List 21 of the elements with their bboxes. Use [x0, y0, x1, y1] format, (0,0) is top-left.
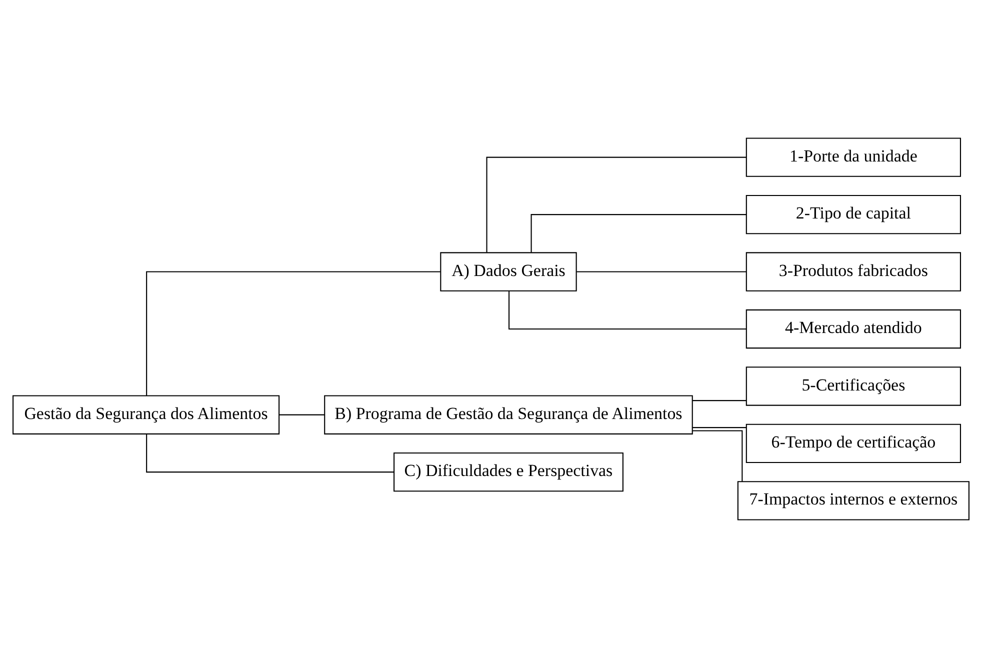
- node-box: 3-Produtos fabricados: [746, 252, 962, 291]
- connector: [508, 290, 746, 330]
- connector: [146, 270, 440, 396]
- node-box: 4-Mercado atendido: [746, 308, 962, 348]
- node-box: A) Dados Gerais: [440, 252, 577, 291]
- node-box: B) Programa de Gestão da Segurança de Alimentos: [324, 394, 693, 434]
- node-box: 7-Impactos internos e externos: [737, 480, 970, 520]
- connector: [279, 414, 325, 415]
- node-box: 2-Tipo de capital: [746, 194, 962, 234]
- connector: [692, 426, 746, 428]
- connector: [530, 214, 746, 252]
- node-box: 6-Tempo de certificação: [746, 423, 962, 463]
- node-box: 1-Porte da unidade: [746, 137, 962, 176]
- node-box: C) Dificuldades e Perspectivas: [394, 452, 624, 492]
- node-box: 5-Certificações: [746, 366, 962, 406]
- connector: [692, 400, 746, 401]
- connector: [146, 434, 394, 472]
- connector: [486, 156, 746, 252]
- connector: [692, 430, 743, 482]
- node-box: Gestão da Segurança dos Alimentos: [12, 394, 280, 434]
- connector: [576, 270, 746, 272]
